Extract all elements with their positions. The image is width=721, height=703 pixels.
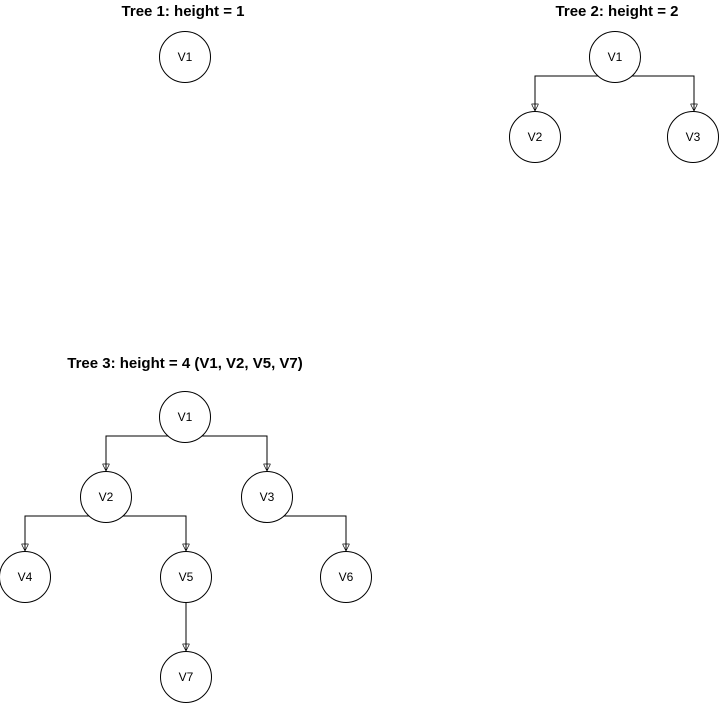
tree2-node-v1-label: V1 — [607, 50, 623, 64]
tree3-node-v3-label: V3 — [259, 490, 275, 504]
tree3-node-v6: V6 — [320, 551, 372, 603]
tree3-node-v6-label: V6 — [338, 570, 354, 584]
tree3-node-v1: V1 — [159, 391, 211, 443]
edge-tree3-v1-v3 — [201, 435, 267, 471]
edge-tree3-v1-v2 — [106, 435, 169, 471]
tree3-node-v1-label: V1 — [177, 410, 193, 424]
edge-tree3-v2-v5 — [122, 515, 186, 551]
tree3-node-v4: V4 — [0, 551, 51, 603]
tree3-node-v7-label: V7 — [178, 670, 194, 684]
tree3-node-v7: V7 — [160, 651, 212, 703]
tree2-node-v2-label: V2 — [527, 130, 543, 144]
tree2-node-v3-label: V3 — [685, 130, 701, 144]
edge-tree2-v1-v3 — [631, 75, 694, 111]
tree3-node-v4-label: V4 — [17, 570, 33, 584]
tree1-node-v1-label: V1 — [177, 50, 193, 64]
tree2-title: Tree 2: height = 2 — [555, 3, 679, 20]
tree3-node-v5: V5 — [160, 551, 212, 603]
tree1-node-v1: V1 — [159, 31, 211, 83]
tree3-title: Tree 3: height = 4 (V1, V2, V5, V7) — [67, 355, 303, 372]
edge-tree3-v2-v4 — [25, 515, 90, 551]
tree2-node-v3: V3 — [667, 111, 719, 163]
edge-tree2-v1-v2 — [535, 75, 599, 111]
tree3-node-v5-label: V5 — [178, 570, 194, 584]
tree3-node-v3: V3 — [241, 471, 293, 523]
tree3-node-v2-label: V2 — [98, 490, 114, 504]
tree1-title: Tree 1: height = 1 — [121, 3, 245, 20]
tree3-node-v2: V2 — [80, 471, 132, 523]
tree2-node-v2: V2 — [509, 111, 561, 163]
tree2-node-v1: V1 — [589, 31, 641, 83]
edge-tree3-v3-v6 — [283, 515, 346, 551]
